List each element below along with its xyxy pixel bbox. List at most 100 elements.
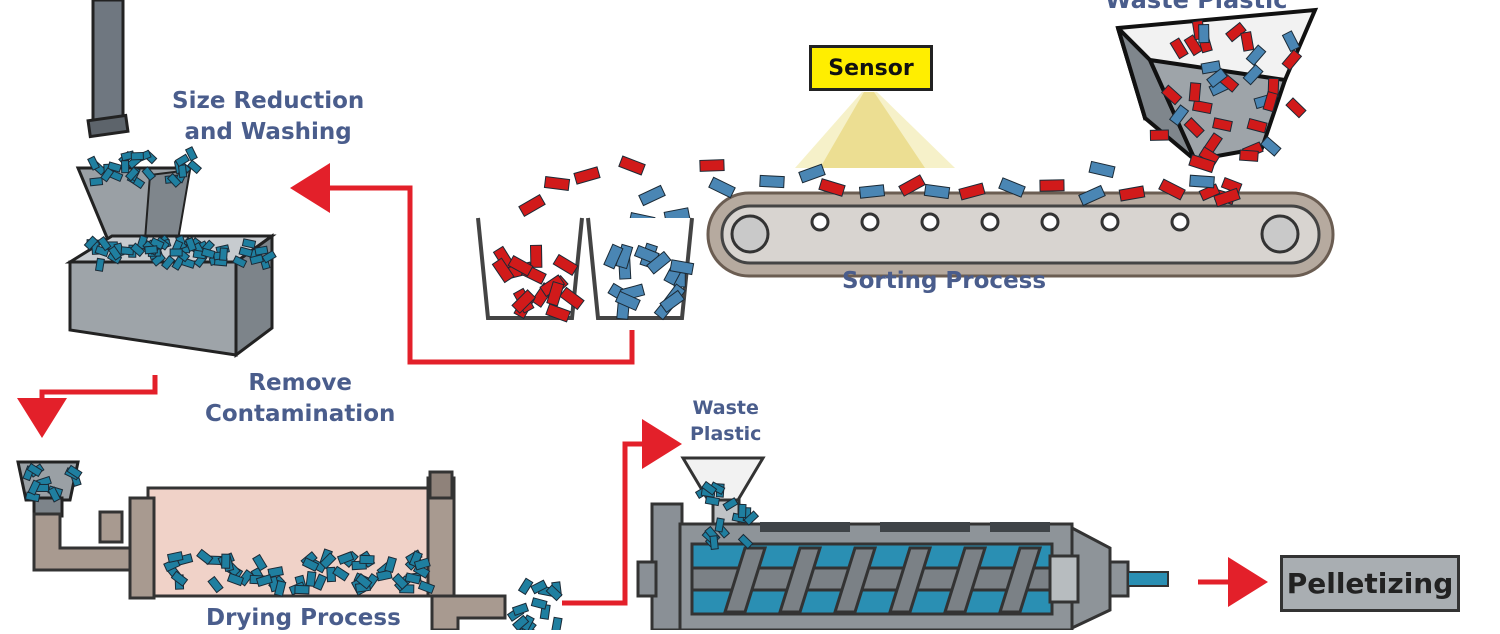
outlet-piece [511,602,530,616]
shredded-piece [120,246,135,256]
extruder-piece [722,497,739,512]
dryer-plastic [22,462,563,630]
red-bin-piece [491,257,515,284]
shredded-piece [107,161,122,173]
red-bin-piece [545,303,571,323]
size-reduction-line-1: Size Reduction [172,88,365,114]
size-reduction-line-2: and Washing [184,119,352,146]
outlet-piece [512,614,530,630]
hopper-piece [1149,129,1170,141]
hopper-piece [1168,104,1190,127]
flow-piece [708,176,736,199]
remove-line-1: Remove [248,370,353,396]
shredded-piece [261,249,277,264]
dryer-piece [252,553,268,572]
shredded-piece [169,248,183,257]
outlet-piece [551,616,563,630]
hopper-piece [1281,30,1301,53]
shredded-plastic-pile [83,146,277,272]
flow-piece [1078,184,1106,207]
dryer-piece [332,565,350,582]
extruder-piece [701,480,718,496]
shredded-piece [166,172,182,188]
hopper-piece [1240,31,1255,52]
roller [920,212,940,232]
dryer-piece [27,479,41,496]
flow-piece [958,182,986,201]
remove-line-2: Contamination [205,401,396,428]
dryer-piece [66,464,83,480]
dryer-icon [16,460,507,630]
hopper-piece [1285,97,1307,119]
waste-plastic-small-line-1: Waste [692,397,759,419]
dryer-piece [375,569,393,582]
hopper-piece [1246,117,1268,134]
shredded-piece [238,246,254,258]
shredded-piece [160,255,176,271]
hopper-piece [1200,60,1222,75]
conveyor-icon [706,191,1335,278]
flow-piece [618,155,646,176]
waste-plastic-small-line-2: Plastic [690,422,762,445]
hopper-piece [1281,49,1303,71]
roller [980,212,1000,232]
flow-piece [858,184,886,199]
extruder-piece [743,510,760,526]
roller [1100,212,1120,232]
shredded-piece [83,235,99,251]
flow-piece [638,184,666,207]
pelletizing-label: Pelletizing [1280,555,1460,612]
flow-piece [798,163,826,184]
shredded-piece [200,247,216,259]
extruder-plastic [694,480,760,550]
dryer-piece [196,548,214,566]
outlet-piece [530,597,548,610]
dryer-piece [170,570,189,587]
shredded-piece [219,247,228,261]
dryer-piece [319,552,337,570]
dryer-piece [221,553,231,569]
blue-bin-piece [659,289,685,314]
flow-piece [573,166,601,185]
shredded-piece [150,252,166,267]
drying-process-label: Drying Process [206,605,401,631]
shredded-piece [144,245,158,255]
dryer-piece [355,573,373,590]
dryer-piece [413,557,431,571]
flow-piece [1088,160,1116,179]
dryer-piece [274,580,287,597]
roller [1170,212,1190,232]
shredded-piece [141,166,157,182]
flow-piece [1118,185,1146,202]
flow-piece [818,178,846,197]
hopper-piece [1242,63,1264,86]
sensor-spray-icon [795,92,955,168]
shredded-piece [130,151,144,161]
shredded-piece [241,238,257,249]
bin-plastic [491,242,695,323]
outlet-piece [517,577,534,596]
dryer-piece [166,551,184,563]
hopper-piece [1225,21,1247,43]
red-bin-piece [552,253,579,276]
conveyor-rollers [810,212,1190,232]
dryer-piece [267,566,284,578]
shredded-piece [232,255,248,269]
shredded-piece [184,146,198,162]
shredded-piece [89,177,104,187]
waste-plastic-top-label: Waste Plastic [1105,0,1288,14]
red-bin-piece [529,244,543,268]
remove-contamination-label: Remove Contamination [205,368,395,430]
dryer-piece [26,462,43,478]
roller [860,212,880,232]
shredded-piece [97,236,112,252]
shredded-piece [121,160,130,174]
flow-piece [1039,179,1065,192]
hopper-piece [1260,135,1282,157]
flow-arrow-to-washing [290,163,635,365]
shredded-piece [184,236,197,252]
extruder-icon [636,456,1169,630]
dryer-piece [312,573,328,591]
red-bin-piece [559,286,585,311]
